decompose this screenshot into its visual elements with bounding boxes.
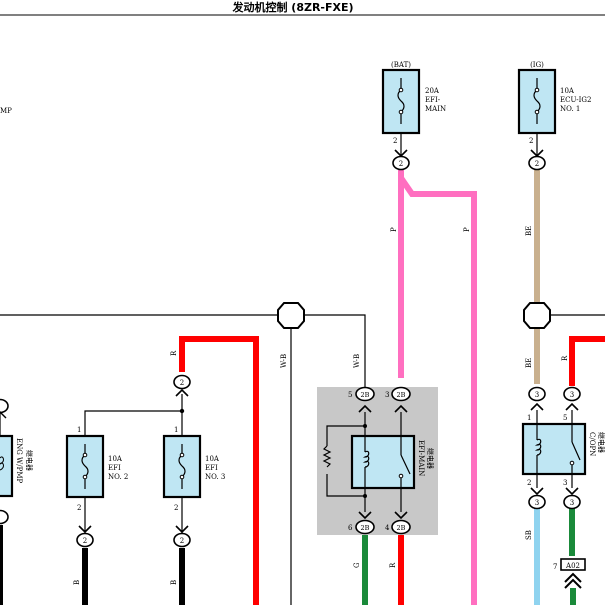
- pin-label: 6: [348, 524, 353, 532]
- connector-label: 3: [535, 391, 539, 399]
- wire-label-be: BE: [525, 226, 533, 236]
- fuse-ecu-ig2: (IG) 10A ECU-IG2 NO. 1: [517, 61, 591, 135]
- connector-label: 2: [180, 537, 184, 545]
- relay-name-line2: 继电器: [25, 450, 34, 471]
- pin-label: 3: [563, 479, 567, 487]
- pin-label: 2: [529, 137, 533, 145]
- fuse-name-line1: EFI: [205, 464, 218, 472]
- fuse-rating: 10A: [205, 455, 220, 463]
- wire-label-r: R: [561, 355, 569, 361]
- wire-label-r: R: [389, 562, 397, 568]
- splice-junction-right: [523, 302, 551, 329]
- fuse-name-line1: EFI: [108, 464, 121, 472]
- wire-pink-right: [398, 176, 477, 605]
- pin-label: 2: [174, 504, 178, 512]
- fuse-source-ig: (IG): [530, 61, 544, 69]
- fuse-rating: 10A: [108, 455, 123, 463]
- pin-label: 3: [385, 391, 389, 399]
- connector-label: 3: [570, 391, 574, 399]
- pin-label: 5: [348, 391, 352, 399]
- relay-name-line2: 继电器: [597, 432, 605, 453]
- connector-2-ecu-ig2: 2: [528, 149, 546, 171]
- pin-label: 5: [563, 414, 567, 422]
- relay-name-line1: C/OPN: [588, 432, 596, 456]
- wire-label-b: B: [170, 580, 178, 585]
- fuse-rating: 10A: [560, 87, 575, 95]
- wire-label-wb: W-B: [280, 354, 288, 368]
- fuse-name-line2: MAIN: [425, 105, 446, 113]
- wire-label-wb: W-B: [353, 354, 361, 368]
- wire-label-r: R: [170, 350, 178, 356]
- connector-label: A02: [565, 562, 580, 570]
- connector-label: 2: [180, 379, 184, 387]
- edge-text: MP: [0, 107, 12, 115]
- wire-label-g: G: [353, 562, 361, 568]
- pin-label: 4: [385, 524, 390, 532]
- connector-label: 2B: [361, 524, 370, 532]
- wire-label-sb: SB: [525, 530, 533, 540]
- fuse-efi-main: (BAT) 20A EFI- MAIN: [381, 61, 446, 135]
- fuse-efi-no2: 1 10A EFI NO. 2 2 2: [65, 426, 128, 548]
- wire-thin-top-right: [304, 314, 366, 387]
- wire-thin-efi-split: [84, 410, 182, 436]
- pin-label: 7: [553, 563, 557, 571]
- connector-label: 2B: [361, 391, 370, 399]
- pin-label: 2: [527, 479, 531, 487]
- pin-label: 1: [174, 426, 178, 434]
- wire-label-p: P: [463, 227, 471, 232]
- fuse-name-line2: NO. 3: [205, 473, 225, 481]
- connector-2-efi-main: 2: [392, 149, 410, 171]
- wire-red-efi3: [179, 336, 259, 605]
- pin-label: 1: [77, 426, 81, 434]
- pin-label: 1: [527, 414, 531, 422]
- relay-name-line2: 继电器: [426, 448, 435, 469]
- connector-label: 3: [570, 499, 574, 507]
- pin-label: 2: [393, 137, 397, 145]
- fuse-source-bat: (BAT): [391, 61, 411, 69]
- wire-label-p: P: [390, 227, 398, 232]
- fuse-rating: 20A: [425, 87, 440, 95]
- relay-copn: 3 3 1 5 C/OPN 继电器 2 3 3 3: [521, 386, 605, 510]
- connector-label: 2: [399, 160, 403, 168]
- fuse-efi-no3: 2 1 10A EFI NO. 3 2 2: [162, 374, 225, 548]
- relay-name-line1: EFI-MAIN: [417, 440, 425, 476]
- relay-efi-main: 5 2B 3 2B EFI-MAIN 继电器 6 2B 4 2B: [317, 386, 438, 535]
- splice-junction-left: [277, 302, 305, 329]
- pin-label: 2: [77, 504, 81, 512]
- relay-name-line1: ENG W/PMP: [15, 438, 23, 483]
- connector-label: 2B: [397, 391, 406, 399]
- connector-label: 2B: [397, 524, 406, 532]
- connector-label: 2: [535, 160, 539, 168]
- connector-a02: 7 A02: [553, 558, 586, 605]
- wire-label-be: BE: [525, 358, 533, 368]
- fuse-name-line1: EFI-: [425, 96, 441, 104]
- connector-label: 3: [535, 499, 539, 507]
- fuse-name-line1: ECU-IG2: [560, 96, 591, 104]
- wire-red-right: [569, 336, 605, 386]
- relay-eng-wpmp: ENG W/PMP 继电器: [0, 398, 34, 525]
- fuse-name-line2: NO. 1: [560, 105, 580, 113]
- wire-label-b: B: [73, 580, 81, 585]
- connector-label: 2: [83, 537, 87, 545]
- diagram-title: 发动机控制 (8ZR-FXE): [231, 0, 353, 14]
- fuse-name-line2: NO. 2: [108, 473, 128, 481]
